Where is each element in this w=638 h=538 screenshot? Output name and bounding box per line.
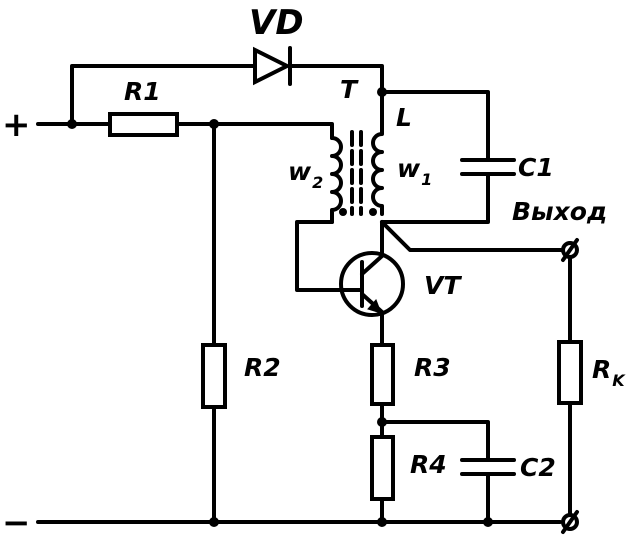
junction-dot [377,417,387,427]
w1-label: w1 [397,154,432,189]
c2-label: C2 [520,453,556,482]
w2-label: w2 [288,157,323,192]
transistor-vt [339,251,405,317]
base-feedback-wire [295,220,364,292]
r3-label: R3 [414,353,451,382]
vt-emitter-lead [360,292,384,347]
r4-label: R4 [410,450,447,479]
junction-dot [209,517,219,527]
r1-output-wire [175,122,334,140]
capacitor-c2 [460,458,516,476]
junction-dot [377,87,387,97]
r1-label: R1 [124,77,161,106]
plus-terminal-label: + [2,105,31,145]
rk-label: RK [592,355,626,390]
junction-dot [377,517,387,527]
output-label: Выход [512,197,607,226]
c1-top-wire [380,90,490,162]
junction-dot [483,517,493,527]
junction-dot [209,119,219,129]
diode-vd [253,46,292,86]
c1-label: C1 [518,153,554,182]
resistor-r2 [201,343,227,409]
capacitor-c1 [460,158,516,176]
vt-label: VT [424,271,462,300]
r2-label: R2 [244,353,281,382]
vt-emitter-arrow [367,299,382,314]
diode-bypass-wire [70,64,257,126]
output-wire [380,220,568,252]
transformer-core [350,130,363,216]
resistor-r1 [108,112,179,137]
resistor-r4 [370,435,395,501]
output-terminal-bottom [561,510,579,534]
vd-label: VD [249,3,304,43]
w1-polarity-dot [369,208,377,216]
resistor-r3 [370,343,395,406]
w2-polarity-dot [339,208,347,216]
c1-bottom-wire [380,172,490,224]
junction-dot [67,119,77,129]
diode-output-wire [288,64,384,94]
winding-w1 [371,90,384,216]
c2-top-wire [380,420,490,462]
l-label: L [396,103,412,132]
vt-collector-lead [360,220,384,276]
winding-w2 [330,136,343,224]
t-label: T [340,75,359,104]
resistor-rk [557,340,583,405]
minus-terminal-label: − [2,503,31,538]
